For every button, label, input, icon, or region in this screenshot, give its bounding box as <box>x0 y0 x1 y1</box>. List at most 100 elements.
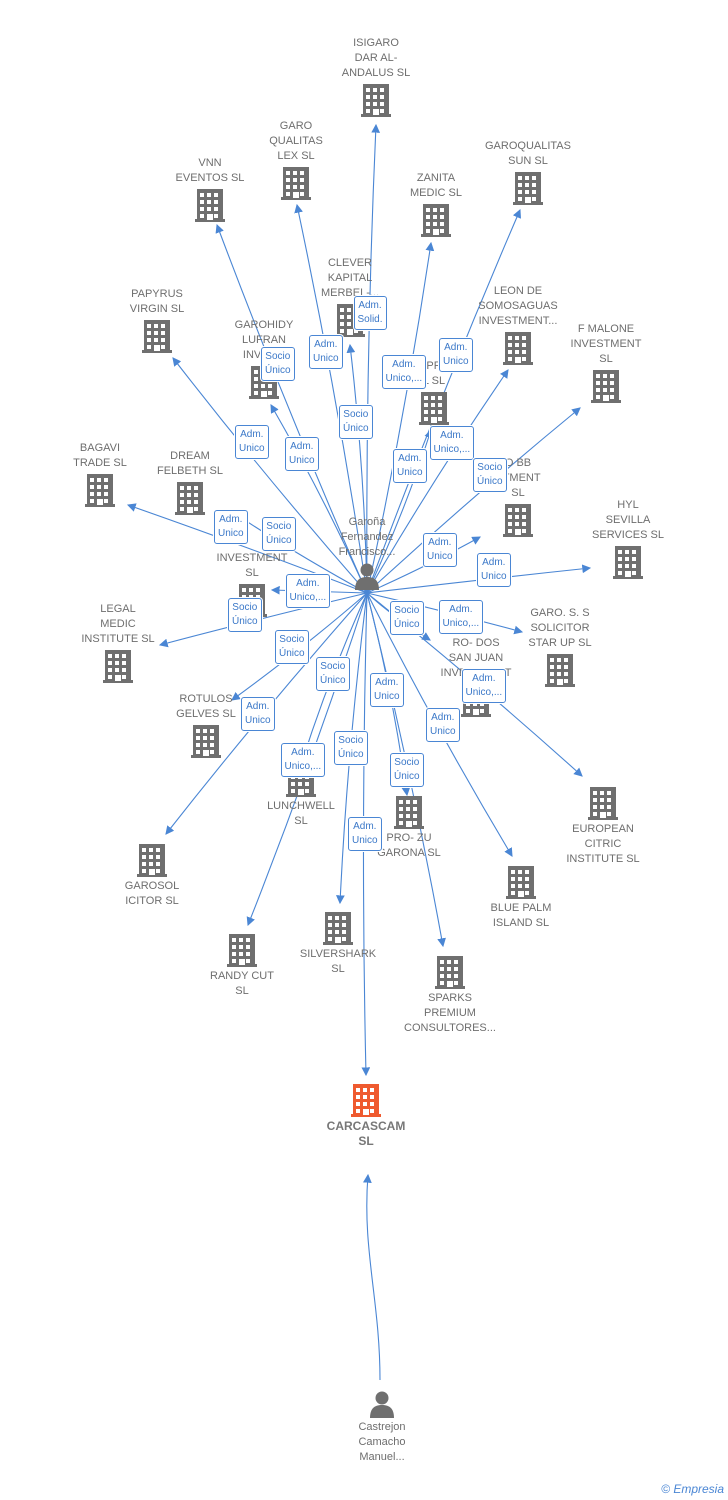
edge-role-badge[interactable]: Adm.Unico <box>423 533 457 567</box>
edge-role-badge[interactable]: Adm.Unico <box>348 817 382 851</box>
node-label-line: ROTULOS <box>179 693 233 705</box>
edge-role-badge[interactable]: Adm.Unico,... <box>381 355 427 389</box>
edge-role-text: Unico <box>397 467 423 478</box>
company-building-icon[interactable] <box>137 843 167 882</box>
company-building-icon[interactable] <box>613 545 643 584</box>
edge-role-badge[interactable]: Adm.Unico <box>477 553 511 587</box>
company-building-icon[interactable] <box>503 331 533 370</box>
edge-role-badge[interactable]: Adm.Unico,... <box>280 743 326 777</box>
node-label-line: F MALONE <box>577 323 635 335</box>
company-building-icon[interactable] <box>281 166 311 205</box>
edge-role-badge[interactable]: Adm.Unico <box>309 335 343 369</box>
company-building-icon[interactable] <box>103 649 133 688</box>
company-building-icon[interactable] <box>419 391 449 430</box>
edge-role-badge[interactable]: Adm.Unico <box>241 697 275 731</box>
company-building-icon[interactable] <box>421 203 451 242</box>
company-building-icon[interactable] <box>191 724 221 763</box>
company-building-icon[interactable] <box>435 955 465 994</box>
edge-role-badge[interactable]: Adm.Solid. <box>353 296 387 330</box>
edge-role-text: Socio <box>394 757 420 768</box>
edge-role-text: Único <box>338 749 364 760</box>
company-building-icon[interactable] <box>545 653 575 692</box>
person-icon[interactable] <box>353 562 381 595</box>
company-building-icon[interactable] <box>227 933 257 972</box>
company-building-icon[interactable] <box>175 481 205 520</box>
edge-role-text: Adm. <box>482 557 506 568</box>
node-label-line: RANDY CUT <box>210 970 274 982</box>
company-building-icon[interactable] <box>591 369 621 408</box>
edge-role-text: Unico,... <box>433 444 471 455</box>
node-label-line: GAROQUALITAS <box>485 140 571 152</box>
person-icon[interactable] <box>368 1390 396 1423</box>
edge-role-badge[interactable]: Adm.Unico <box>235 425 269 459</box>
company-building-icon[interactable] <box>588 786 618 825</box>
edge-role-text: Único <box>232 616 258 627</box>
node-label-line: PR <box>426 360 442 372</box>
edge-role-badge[interactable]: Adm.Unico <box>214 510 248 544</box>
edge-role-badge[interactable]: Adm.Unico,... <box>285 574 331 608</box>
company-building-icon[interactable] <box>506 865 536 904</box>
edge-garona-clever <box>346 343 368 594</box>
edge-role-badge[interactable]: Adm.Unico,... <box>429 426 475 460</box>
edge-role-badge[interactable]: Adm.Unico <box>393 449 427 483</box>
node-label-line: GAROHIDY <box>234 319 294 331</box>
company-building-icon[interactable] <box>323 911 353 950</box>
edge-role-badge[interactable]: Adm.Unico <box>370 673 404 707</box>
target-company-building-icon[interactable] <box>351 1083 381 1122</box>
company-building-icon[interactable] <box>394 795 424 834</box>
company-building-icon[interactable] <box>503 503 533 542</box>
company-building-icon[interactable] <box>195 188 225 227</box>
node-label-line: INVESTMENT <box>216 552 288 564</box>
edge-role-badge[interactable]: Adm.Unico,... <box>438 600 484 634</box>
company-building-icon[interactable] <box>513 171 543 210</box>
company-building-icon[interactable] <box>85 473 115 512</box>
edge-role-badge[interactable]: Adm.Unico <box>439 338 473 372</box>
edge-role-badge[interactable]: Adm.Unico <box>426 708 460 742</box>
edge-role-text: Unico <box>218 528 244 539</box>
edge-role-text: Adm. <box>290 441 314 452</box>
edge-role-badge[interactable]: Adm.Unico,... <box>461 669 507 703</box>
edge-role-badge[interactable]: Adm.Unico <box>285 437 319 471</box>
company-building-icon[interactable] <box>361 83 391 122</box>
company-building-icon[interactable] <box>142 319 172 358</box>
